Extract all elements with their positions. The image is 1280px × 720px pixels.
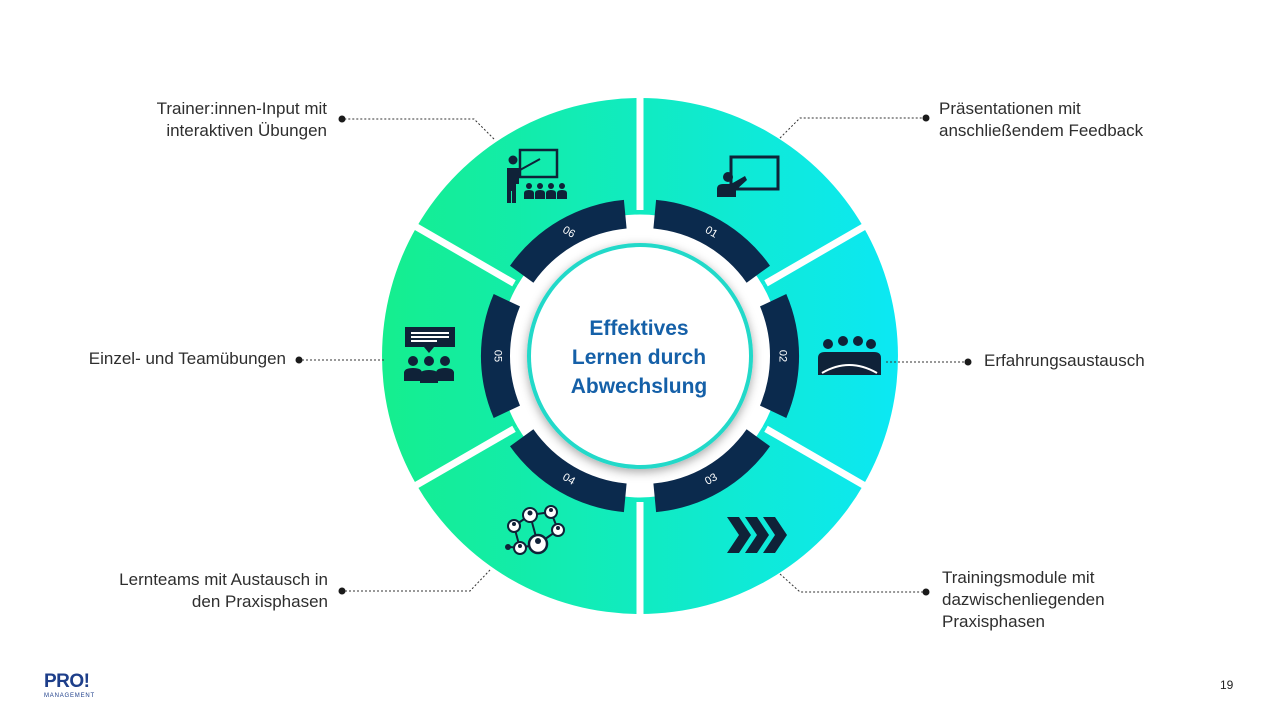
- leader-lines: [299, 117, 968, 593]
- leader-line-04: [342, 569, 491, 592]
- presentation-icon: [717, 155, 780, 197]
- segment-number-03: 03: [703, 471, 720, 488]
- inner-segment-06: [510, 199, 627, 283]
- leader-line-03: [779, 573, 926, 593]
- label-03-line1: Trainingsmodule mit: [942, 568, 1095, 587]
- leader-dot-05: [295, 356, 303, 364]
- segment-number-01: 01: [703, 224, 720, 241]
- center-title-line2: Lernen durch: [572, 346, 706, 369]
- label-segment-02: Erfahrungsaustausch: [984, 350, 1145, 372]
- inner-segment-02: [760, 294, 800, 418]
- outer-segment-01: [640, 98, 864, 286]
- chevrons-right-icon: [727, 517, 787, 553]
- label-01-line1: Präsentationen mit: [939, 99, 1081, 118]
- label-03-line2: dazwischenliegenden: [942, 590, 1105, 609]
- leader-dot-03: [922, 588, 930, 596]
- label-04-line2: den Praxisphasen: [191, 592, 328, 611]
- inner-segment-05: [480, 294, 520, 418]
- label-segment-03: Trainingsmodule mit dazwischenliegenden …: [942, 567, 1105, 633]
- inner-segment-04: [510, 429, 627, 513]
- leader-dot-02: [964, 358, 972, 366]
- segment-number-06: 06: [560, 224, 577, 241]
- trainer-board-icon: [507, 148, 567, 203]
- network-people-icon: [505, 505, 565, 555]
- leader-line-06: [342, 118, 495, 140]
- center-title-line3: Abwechslung: [571, 375, 708, 398]
- label-04-line1: Lernteams mit Austausch in: [119, 570, 328, 589]
- leader-dot-01: [922, 114, 930, 122]
- segment-gaps: [409, 92, 871, 620]
- segment-number-02: 02: [777, 350, 789, 362]
- logo-sub-text: MANAGEMENT: [44, 693, 96, 699]
- audience-group-icon: [818, 336, 881, 375]
- center-title-line1: Effektives: [589, 317, 688, 340]
- leader-dot-06: [338, 115, 346, 123]
- center-circle: [531, 247, 749, 465]
- team-chat-icon: [404, 327, 455, 383]
- label-segment-05: Einzel- und Teamübungen: [89, 348, 286, 370]
- outer-segment-05: [382, 227, 518, 485]
- label-segment-06: Trainer:innen-Input mit interaktiven Übu…: [157, 98, 327, 142]
- label-segment-01: Präsentationen mit anschließendem Feedba…: [939, 98, 1143, 142]
- leader-line-01: [779, 117, 926, 139]
- label-06-line2: interaktiven Übungen: [166, 121, 327, 140]
- page-number: 19: [1220, 678, 1234, 692]
- segment-number-05: 05: [492, 350, 504, 362]
- inner-segment-03: [653, 429, 770, 513]
- label-02-line1: Erfahrungsaustausch: [984, 351, 1145, 370]
- label-05-line1: Einzel- und Teamübungen: [88, 349, 286, 368]
- leader-dot-04: [338, 587, 346, 595]
- segment-number-04: 04: [560, 471, 577, 488]
- label-03-line3: Praxisphasen: [942, 612, 1046, 631]
- label-01-line2: anschließendem Feedback: [939, 121, 1144, 140]
- label-segment-04: Lernteams mit Austausch in den Praxispha…: [119, 569, 328, 613]
- inner-segment-01: [653, 199, 770, 283]
- company-logo: PRO! MANAGEMENT: [44, 672, 95, 700]
- label-06-line1: Trainer:innen-Input mit: [156, 99, 327, 118]
- logo-main-text: PRO!: [44, 671, 90, 692]
